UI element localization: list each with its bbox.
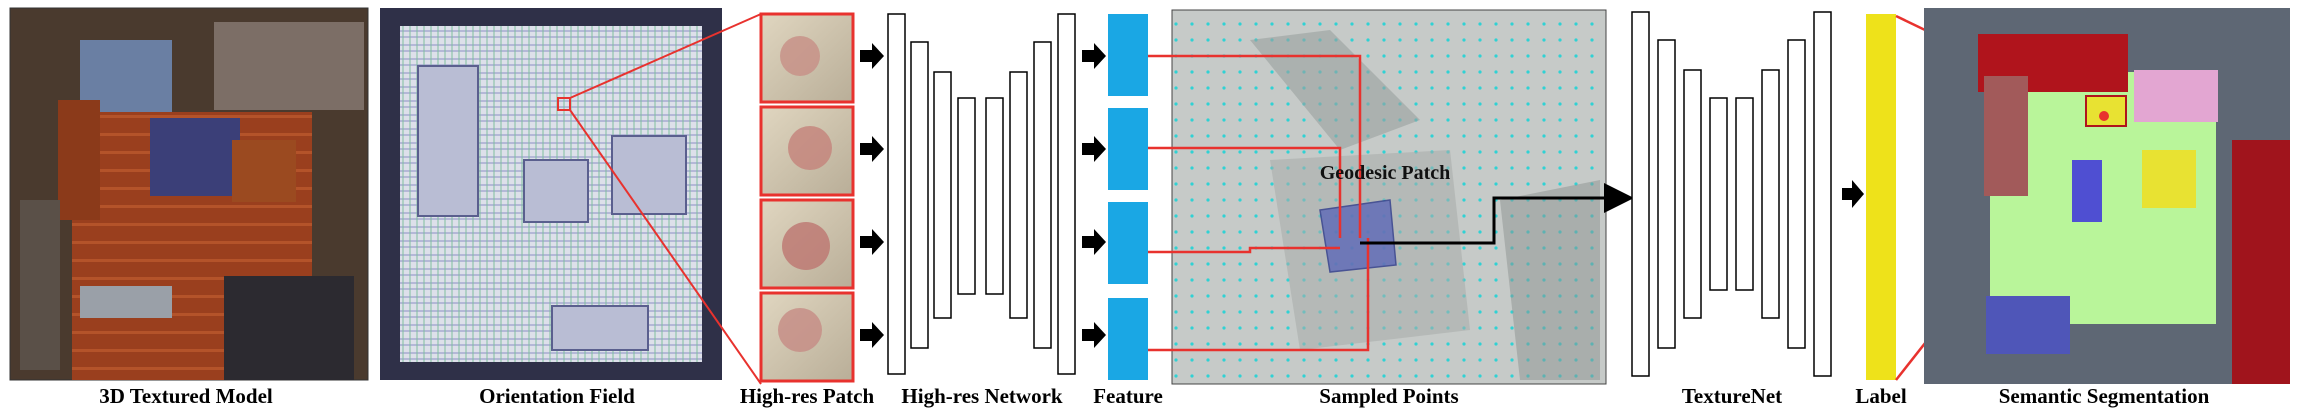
caption-orientation-field: Orientation Field (479, 384, 635, 408)
caption-label: Label (1855, 384, 1907, 408)
caption-semantic-segmentation: Semantic Segmentation (1998, 384, 2210, 408)
zoom-connector (569, 13, 762, 385)
geodesic-to-texturenet-arrow (1360, 183, 1634, 245)
caption-texturenet: TextureNet (1681, 384, 1783, 408)
orientation-field-image (380, 8, 722, 380)
highres-network-layers (887, 13, 1076, 375)
arrow-right-icon (1082, 43, 1106, 348)
caption-highres-patch: High-res Patch (739, 384, 875, 408)
arrow-right-icon (860, 43, 884, 348)
caption-highres-network: High-res Network (901, 384, 1063, 408)
geodesic-patch-label: Geodesic Patch (1319, 162, 1451, 184)
feature-block-4 (1108, 298, 1148, 380)
feature-blocks (1108, 14, 1148, 380)
feature-connector-lines (1148, 54, 1370, 352)
label-bar (1866, 14, 1896, 380)
highres-patch-stack (759, 12, 855, 383)
feature-block-3 (1108, 202, 1148, 284)
feature-block-1 (1108, 14, 1148, 96)
caption-sampled-points: Sampled Points (1319, 384, 1459, 408)
textured-model-image (9, 7, 369, 381)
semantic-segmentation-image (1924, 8, 2290, 384)
feature-block-2 (1108, 108, 1148, 190)
highres-patch-4 (759, 291, 855, 383)
caption-feature: Feature (1093, 384, 1163, 408)
caption-textured-model: 3D Textured Model (99, 384, 273, 408)
texturenet-layers (1631, 11, 1832, 377)
arrow-right-icon (1842, 180, 1864, 208)
